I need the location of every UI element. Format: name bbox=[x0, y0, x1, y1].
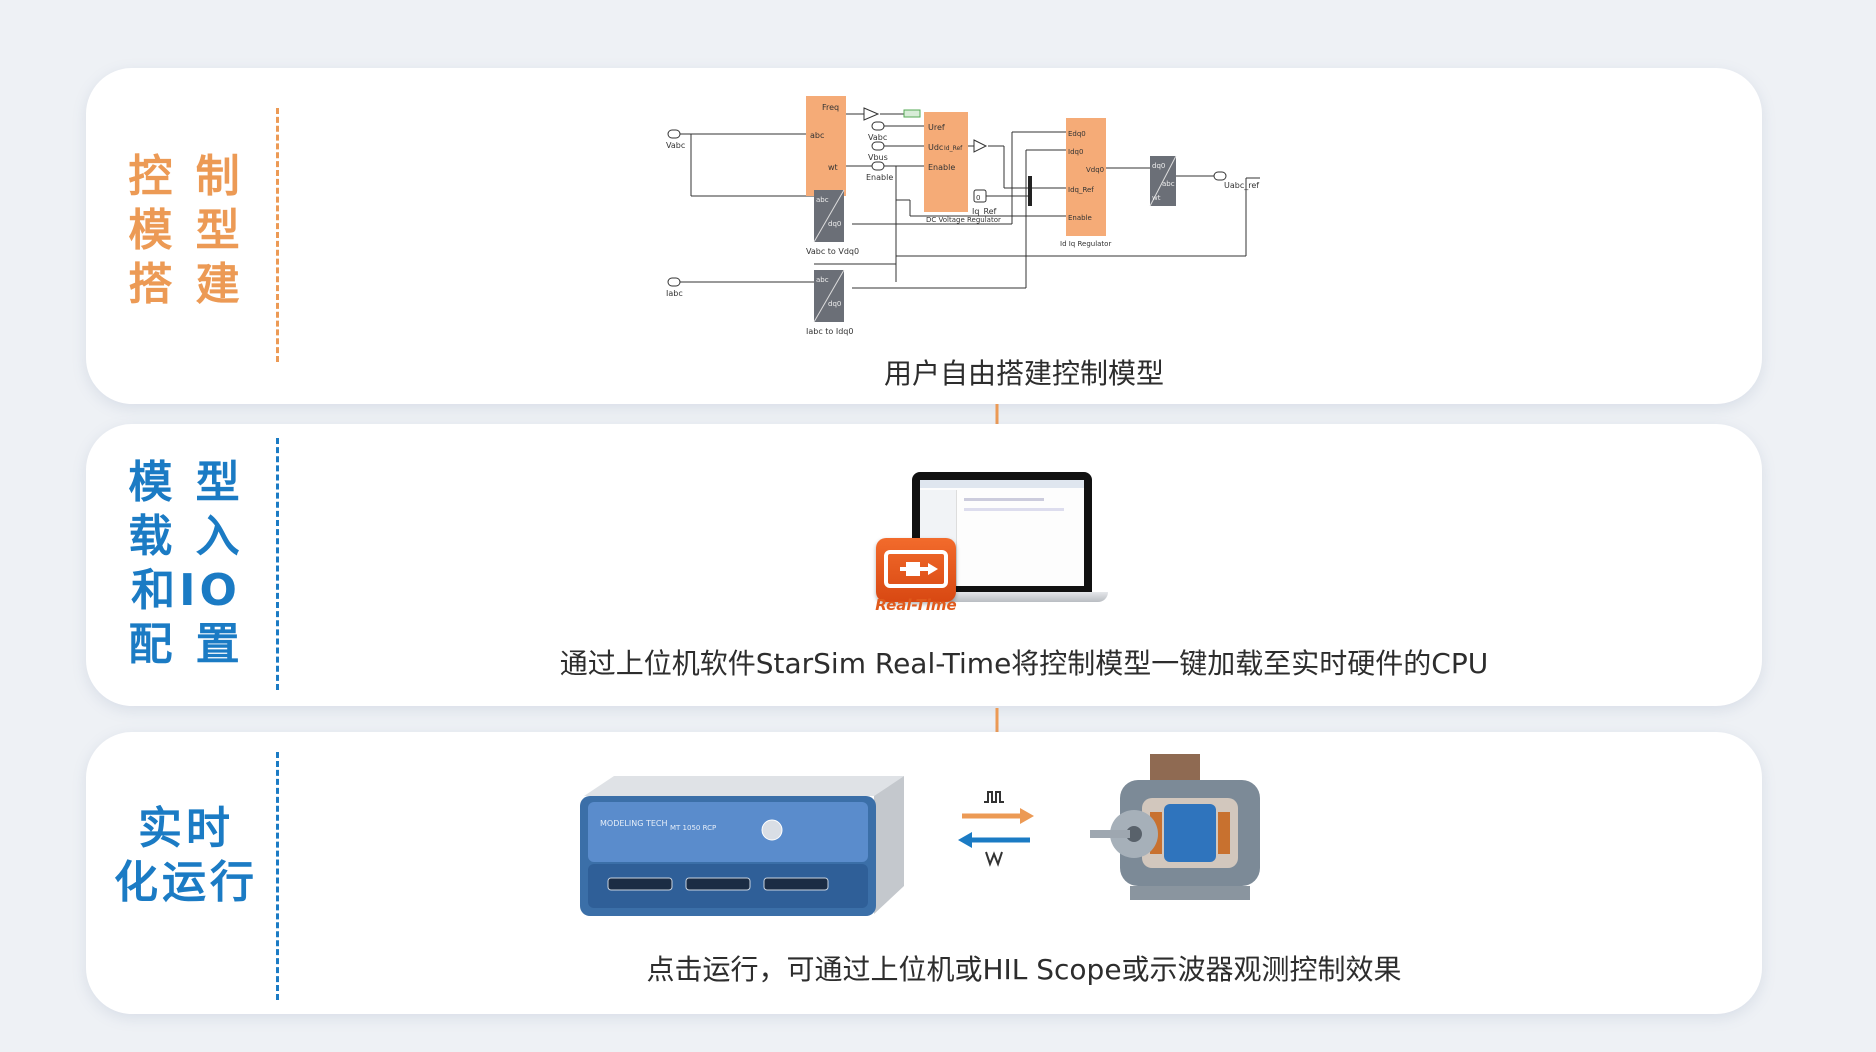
id-iq-regulator-block bbox=[1066, 118, 1106, 236]
reg-edq0-label: Edq0 bbox=[1068, 130, 1086, 138]
stage-title-line: 模 型 bbox=[128, 205, 244, 256]
port-label-vabc: Vabc bbox=[666, 141, 685, 150]
constant-value: 0 bbox=[976, 194, 980, 202]
stage-title-line: 化运行 bbox=[114, 857, 258, 908]
port-label-vabc: Vabc bbox=[868, 133, 887, 142]
stage-title-line: 控 制 bbox=[128, 151, 244, 202]
pll-wt-label: wt bbox=[828, 163, 838, 172]
iabc-to-idq0-label: Iabc to Idq0 bbox=[806, 327, 853, 336]
wave-signal-icon bbox=[985, 851, 1003, 867]
stage-title-line: 模 型 bbox=[128, 457, 244, 508]
stage-caption: 用户自由搭建控制模型 bbox=[883, 357, 1164, 390]
stage-card-model-building: 控 制 模 型 搭 建 bbox=[86, 68, 1762, 404]
control-block-diagram: Vabc Iabc Vabc Vbus Enable Uabc_ref 0 Iq… bbox=[666, 96, 1260, 336]
stage-divider bbox=[276, 438, 279, 690]
stage-title-line: 搭 建 bbox=[128, 259, 244, 310]
device-brand-label: MODELING TECH bbox=[600, 819, 668, 828]
pll-abc-label: abc bbox=[810, 131, 824, 140]
dc-voltage-regulator-block bbox=[924, 112, 968, 212]
realtime-software-icon bbox=[876, 538, 956, 602]
reg-vdq0-label: Vdq0 bbox=[1086, 166, 1104, 174]
stage-title-line: 配 置 bbox=[128, 619, 244, 670]
realtime-logo-text: Real-Time bbox=[875, 596, 957, 614]
block-dq0-label: dq0 bbox=[1152, 162, 1165, 170]
stage-divider bbox=[276, 752, 279, 1000]
motor-image bbox=[1090, 754, 1260, 900]
port-label-uabc-ref: Uabc_ref bbox=[1224, 181, 1259, 190]
rcp-device-image: MODELING TECH MT 1050 RCP bbox=[580, 776, 904, 916]
port-label-iabc: Iabc bbox=[666, 289, 683, 298]
block-dq0-label: dq0 bbox=[828, 220, 841, 228]
port-label-vbus: Vbus bbox=[868, 153, 888, 162]
dc-voltage-regulator-label: DC Voltage Regulator bbox=[926, 216, 1001, 224]
dc-enable-label: Enable bbox=[928, 163, 955, 172]
dc-idref-label: Id_Ref bbox=[944, 145, 963, 152]
stage-divider bbox=[276, 108, 279, 362]
block-dq0-label: dq0 bbox=[828, 300, 841, 308]
stage-title-model-building: 控 制 模 型 搭 建 bbox=[86, 150, 286, 312]
signal-exchange-arrows bbox=[958, 791, 1034, 867]
reg-idq0-label: Idq0 bbox=[1068, 148, 1083, 156]
vabc-to-vdq0-label: Vabc to Vdq0 bbox=[806, 247, 859, 256]
stage-caption: 通过上位机软件StarSim Real-Time将控制模型一键加载至实时硬件的C… bbox=[559, 647, 1489, 680]
block-abc-label: abc bbox=[1162, 180, 1175, 188]
dc-uref-label: Uref bbox=[928, 123, 945, 132]
id-iq-regulator-label: Id Iq Regulator bbox=[1060, 240, 1111, 248]
block-abc-label: abc bbox=[816, 196, 829, 204]
dc-udc-label: Udc bbox=[928, 143, 943, 152]
laptop-base bbox=[896, 592, 1108, 602]
block-abc-label: abc bbox=[816, 276, 829, 284]
reg-enable-label: Enable bbox=[1068, 214, 1092, 222]
port-label-enable: Enable bbox=[866, 173, 893, 182]
stage-caption: 点击运行，可通过上位机或HIL Scope或示波器观测控制效果 bbox=[646, 953, 1402, 986]
reg-idqref-label: Idq_Ref bbox=[1068, 186, 1094, 194]
stage-title-line: 和IO bbox=[131, 565, 241, 616]
pll-freq-label: Freq bbox=[822, 103, 839, 112]
pll-block bbox=[806, 96, 846, 196]
device-model-label: MT 1050 RCP bbox=[670, 824, 716, 832]
stage-title-realtime-run: 实时 化运行 bbox=[86, 802, 286, 910]
stage-title-line: 实时 bbox=[138, 803, 234, 854]
pulse-signal-icon bbox=[984, 791, 1004, 803]
stage-card-realtime-run: 实时 化运行 MODELING TECH MT 1050 RCP bbox=[86, 732, 1762, 1014]
stage-title-line: 载 入 bbox=[128, 511, 244, 562]
block-wt-label: wt bbox=[1152, 194, 1161, 202]
stage-title-model-loading: 模 型 载 入 和IO 配 置 bbox=[86, 456, 286, 672]
iq-ref-label: Iq_Ref bbox=[972, 207, 997, 216]
